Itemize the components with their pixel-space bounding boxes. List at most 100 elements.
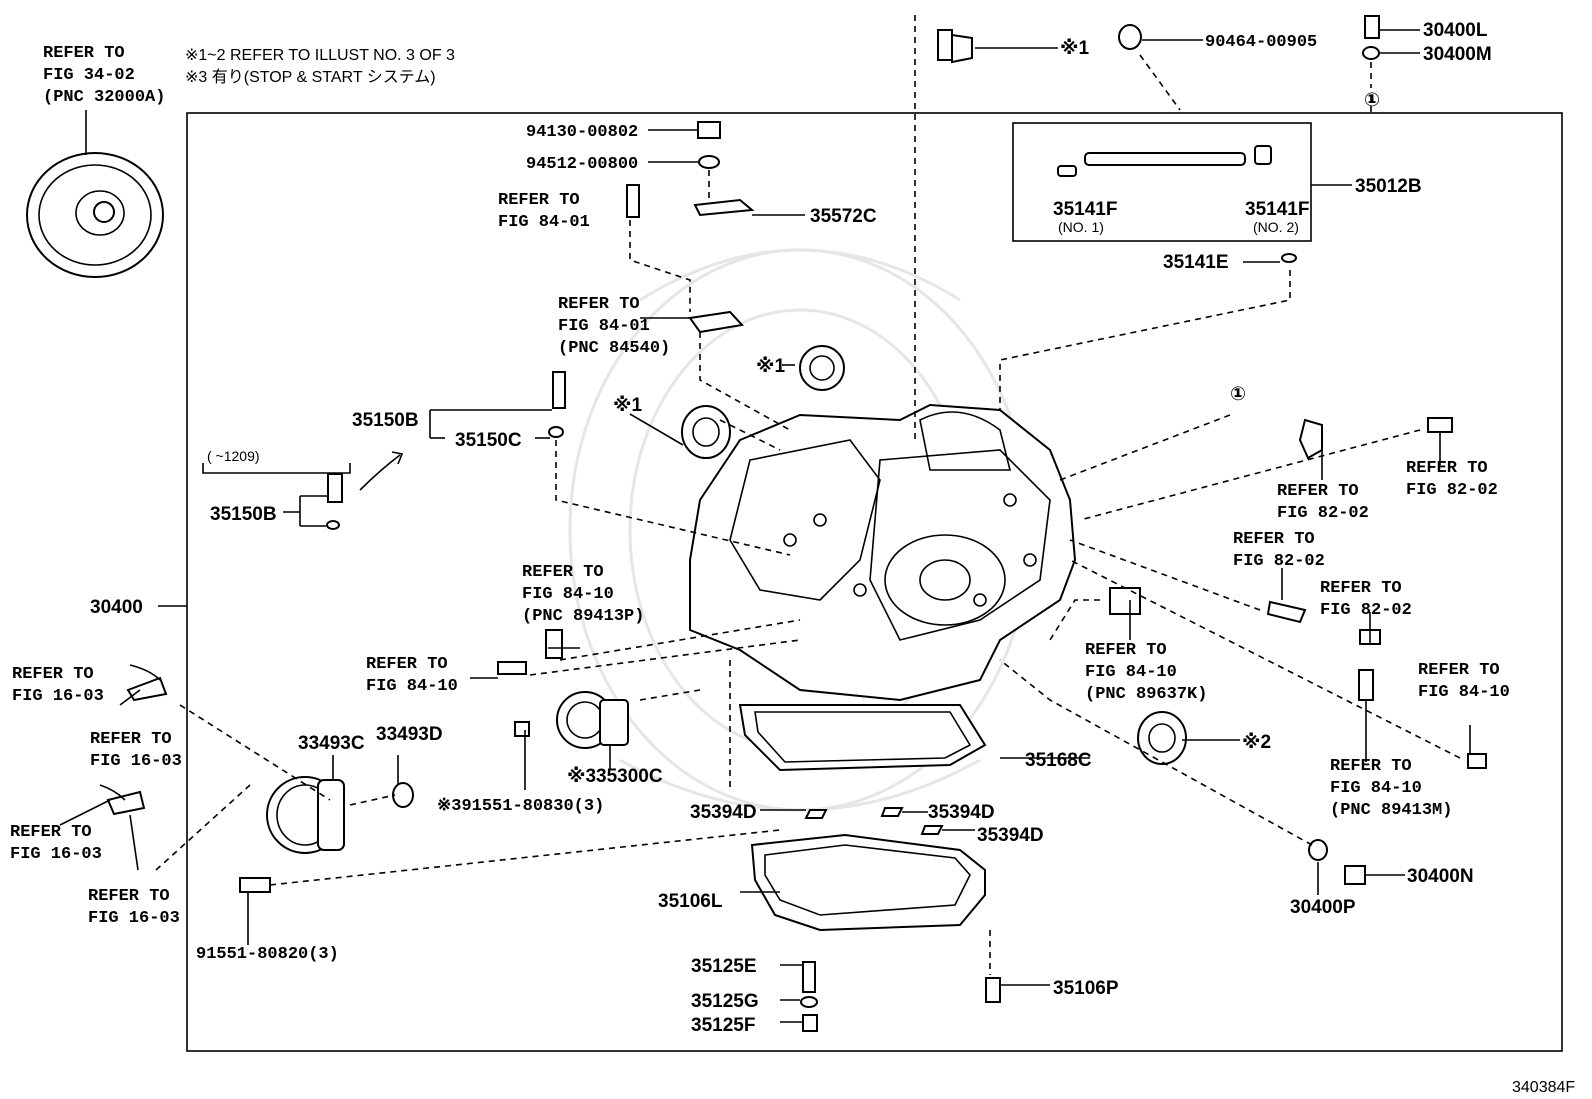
label-35141E: 35141E (1163, 252, 1229, 273)
illustration-code: 340384F (1512, 1079, 1575, 1096)
label-33493D: 33493D (376, 724, 443, 745)
leader-x1-seal-lower (629, 413, 684, 446)
ref-8202b-1: REFER TO (1406, 459, 1488, 478)
ref-8401b-2: FIG 84-01 (558, 317, 650, 336)
ref-8202c-2: FIG 82-02 (1233, 552, 1325, 571)
ref-1603c-2: FIG 16-03 (10, 845, 102, 864)
ref-8401b-3: (PNC 84540) (558, 339, 670, 358)
label-30400M: 30400M (1423, 44, 1492, 65)
clamp-leader-c (129, 814, 139, 871)
ref-8410c-2: FIG 84-10 (1085, 663, 1177, 682)
label-35394D-a: 35394D (690, 802, 757, 823)
label-35572C: 35572C (810, 206, 877, 227)
oil-pan (750, 833, 986, 932)
ref-8410b-1: REFER TO (366, 655, 448, 674)
ref-1603d-2: FIG 16-03 (88, 909, 180, 928)
oil-seal-right (1137, 711, 1187, 765)
revision-arrow (359, 451, 404, 491)
leader-lines (158, 29, 1471, 1023)
label-35125F: 35125F (691, 1015, 755, 1036)
oil-strainer-gasket (738, 704, 987, 772)
ref-8202b-2: FIG 82-02 (1406, 481, 1498, 500)
label-35150B-upper: 35150B (352, 410, 419, 431)
range-note: ( ~1209) (207, 448, 260, 464)
ref-8410d-2: FIG 84-10 (1418, 683, 1510, 702)
torque-converter-ref-1: REFER TO (43, 44, 125, 63)
range-bracket (202, 463, 351, 474)
ref-8401a-2: FIG 84-01 (498, 213, 590, 232)
ref-8202a-2: FIG 82-02 (1277, 504, 1369, 523)
label-90464-00905: 90464-00905 (1205, 33, 1317, 52)
ref-8410a-1: REFER TO (522, 563, 604, 582)
label-35125E: 35125E (691, 956, 757, 977)
label-35168C: 35168C (1025, 750, 1092, 771)
torque-converter-ref-2: FIG 34-02 (43, 66, 135, 85)
assembly-frame (186, 112, 1563, 1052)
label-x2: ※2 (1242, 732, 1271, 753)
ref-8202c-1: REFER TO (1233, 530, 1315, 549)
assembly-dashed-lines (155, 15, 1461, 975)
label-35012B: 35012B (1355, 176, 1422, 197)
oil-level-gauge-tube (1057, 145, 1272, 177)
ref-1603a-1: REFER TO (12, 665, 94, 684)
torque-converter (26, 110, 164, 278)
label-x1-seal-lower: ※1 (613, 395, 642, 416)
oil-seal-upper (799, 345, 845, 391)
label-35150B-lower: 35150B (210, 504, 277, 525)
ref-8410e-1: REFER TO (1330, 757, 1412, 776)
transmission-case (689, 403, 1077, 702)
ref-8410a-3: (PNC 89413P) (522, 607, 644, 626)
label-35141F-no1-sub: (NO. 1) (1058, 219, 1104, 235)
ref-8202d-2: FIG 82-02 (1320, 601, 1412, 620)
label-35106P: 35106P (1053, 978, 1119, 999)
ref-8410e-3: (PNC 89413M) (1330, 801, 1452, 820)
clamp-leader-a (119, 689, 141, 706)
note-line-2: ※3 有り(STOP & START システム) (185, 68, 436, 86)
ref-1603b-2: FIG 16-03 (90, 752, 182, 771)
label-35300C: ※335300C (567, 766, 663, 787)
ref-8410e-2: FIG 84-10 (1330, 779, 1422, 798)
hose-left-lower (99, 784, 126, 801)
note-line-1: ※1~2 REFER TO ILLUST NO. 3 OF 3 (185, 47, 455, 64)
ref-8410b-2: FIG 84-10 (366, 677, 458, 696)
label-x1-top: ※1 (1060, 38, 1089, 59)
label-35150C: 35150C (455, 430, 522, 451)
ref-1603b-1: REFER TO (90, 730, 172, 749)
label-91551-80820: 91551-80820(3) (196, 945, 339, 964)
ref-8410d-1: REFER TO (1418, 661, 1500, 680)
ref-8202a-1: REFER TO (1277, 482, 1359, 501)
ref-1603d-1: REFER TO (88, 887, 170, 906)
label-35394D-c: 35394D (977, 825, 1044, 846)
label-30400: 30400 (90, 597, 143, 618)
label-circle-1-right: ① (1230, 384, 1246, 405)
ref-8410c-3: (PNC 89637K) (1085, 685, 1207, 704)
label-94130-00802: 94130-00802 (526, 123, 638, 142)
ref-8401a-1: REFER TO (498, 191, 580, 210)
label-30400N: 30400N (1407, 866, 1474, 887)
label-30400L: 30400L (1423, 20, 1488, 41)
label-35141F-no2-sub: (NO. 2) (1253, 219, 1299, 235)
label-94512-00800: 94512-00800 (526, 155, 638, 174)
ref-8401b-1: REFER TO (558, 295, 640, 314)
label-35125G: 35125G (691, 991, 759, 1012)
label-circle-1-top: ① (1364, 90, 1380, 111)
label-35141F-no1: 35141F (1053, 199, 1117, 220)
label-35106L: 35106L (658, 891, 723, 912)
clamp-leader-b (59, 799, 111, 826)
label-33493C: 33493C (298, 733, 365, 754)
ref-8202d-1: REFER TO (1320, 579, 1402, 598)
label-391551-80830: ※391551-80830(3) (437, 797, 604, 816)
label-30400P: 30400P (1290, 897, 1356, 918)
hose-left-upper (129, 664, 161, 681)
pump-assembly (556, 691, 629, 749)
oil-level-gauge-box (1012, 122, 1312, 242)
ref-8410c-1: REFER TO (1085, 641, 1167, 660)
label-x1-seal-upper: ※1 (756, 356, 785, 377)
oil-seal-lower (681, 405, 731, 459)
torque-converter-ref-3: (PNC 32000A) (43, 88, 165, 107)
oil-cooler (266, 776, 345, 854)
label-35394D-b: 35394D (928, 802, 995, 823)
ref-8410a-2: FIG 84-10 (522, 585, 614, 604)
label-35141F-no2: 35141F (1245, 199, 1309, 220)
